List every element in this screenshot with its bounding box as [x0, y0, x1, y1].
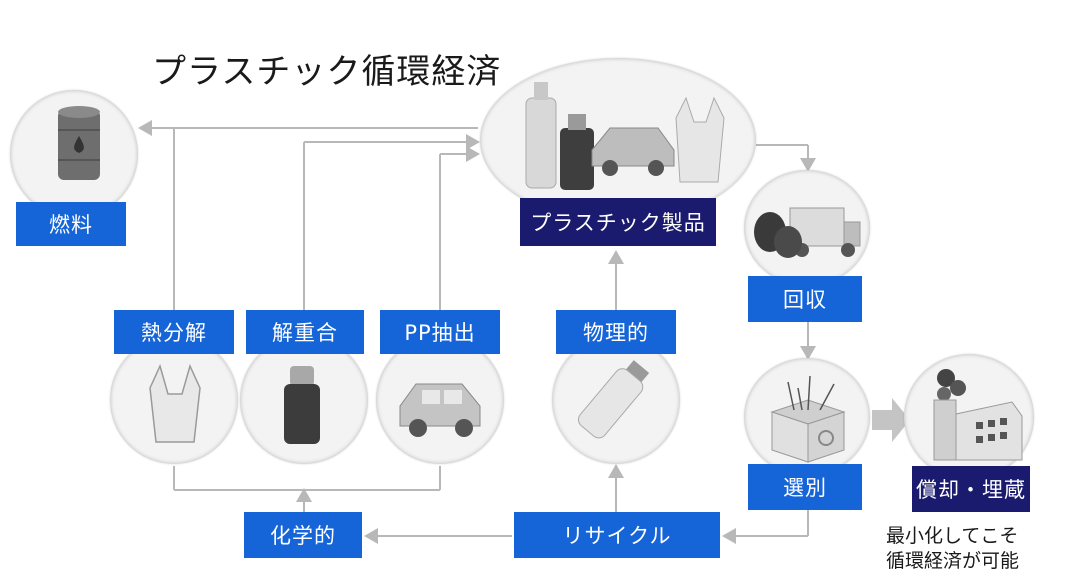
- products-ellipse: [480, 58, 756, 222]
- sorting-label: 選別: [748, 464, 862, 510]
- depolymerization-circle: [240, 336, 368, 464]
- disposal-label: 償却・埋蔵: [912, 466, 1030, 512]
- recycle-label: リサイクル: [514, 512, 720, 558]
- oil-drum-icon: [58, 106, 100, 180]
- fuel-circle: [10, 90, 138, 218]
- pyrolysis-circle: [110, 336, 238, 464]
- physical-circle: [552, 336, 680, 464]
- note-line-1: 最小化してこそ: [886, 525, 1019, 547]
- depolymerization-label: 解重合: [246, 310, 364, 354]
- fuel-label: 燃料: [16, 202, 126, 246]
- note-line-2: 循環経済が可能: [886, 550, 1020, 572]
- physical-label: 物理的: [556, 310, 676, 354]
- collection-label: 回収: [748, 276, 862, 322]
- diagram-title: プラスチック循環経済: [152, 52, 502, 92]
- pp-extraction-circle: [376, 336, 504, 464]
- bottle-icon: [284, 366, 320, 444]
- pp-extraction-label: PP抽出: [380, 310, 500, 354]
- disposal-note: 最小化してこそ 循環経済が可能: [886, 524, 1019, 574]
- chemical-label: 化学的: [244, 512, 362, 558]
- pyrolysis-label: 熱分解: [114, 310, 234, 354]
- garbage-truck-icon: [754, 207, 861, 258]
- collection-circle: [744, 170, 870, 286]
- disposal-circle: [904, 354, 1034, 480]
- bottles-car-bag-icon: [525, 82, 725, 190]
- car-icon: [399, 383, 481, 437]
- sorting-circle: [744, 358, 870, 476]
- plastic-bag-icon: [149, 363, 201, 443]
- box-recycle-icon: [770, 375, 846, 463]
- products-label: プラスチック製品: [520, 198, 716, 246]
- factory-icon: [933, 369, 1023, 461]
- pet-bottle-icon: [577, 360, 650, 439]
